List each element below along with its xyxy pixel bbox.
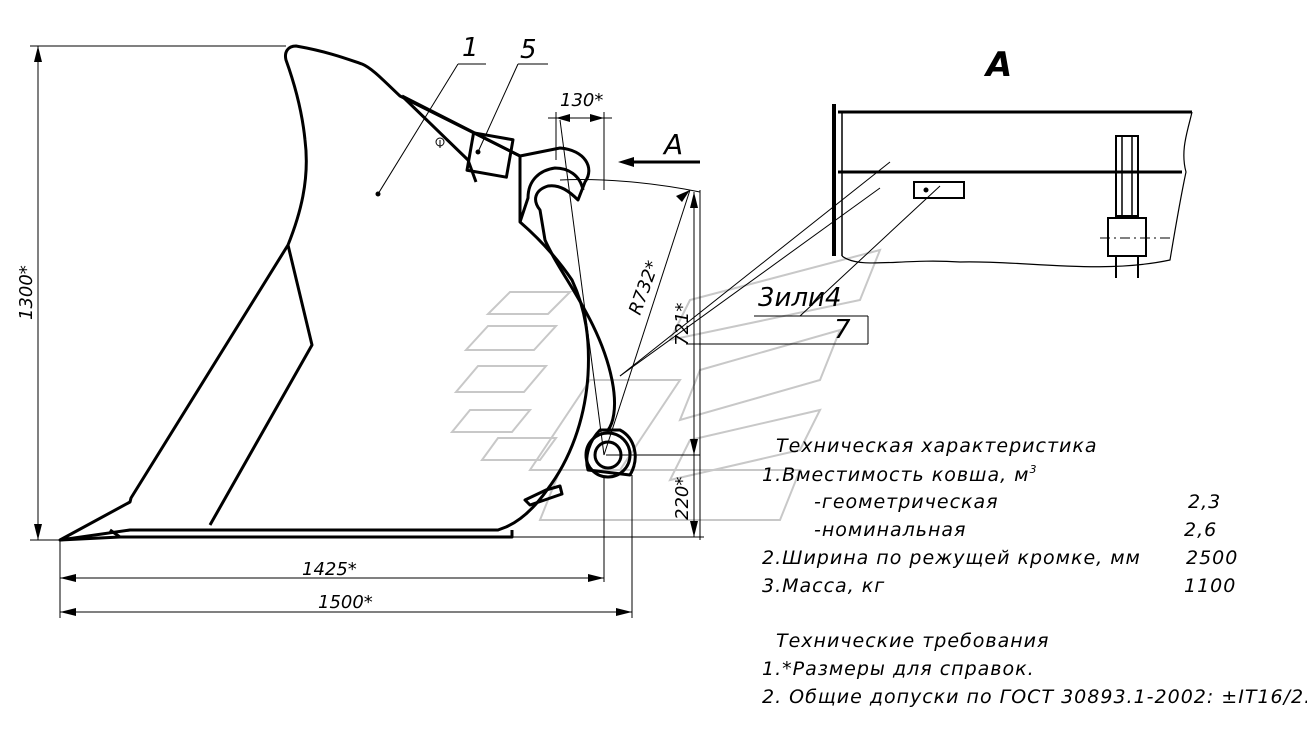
spec-nominal-label: -номинальная (814, 519, 967, 541)
callout-5: 5 (520, 35, 537, 65)
specs-title: Техническая характеристика (776, 435, 1098, 457)
spec-mass-value: 1100 (1184, 575, 1237, 597)
view-label: A (983, 45, 1012, 85)
spec-capacity: 1.Вместимость ковша, м3 (762, 464, 1038, 485)
spec-mass-label: 3.Масса, кг (762, 575, 886, 597)
dim-pin-height-bottom: 220* (672, 477, 693, 520)
spec-nominal-value: 2,6 (1184, 519, 1218, 541)
callout-7: 7 (834, 315, 851, 345)
dim-overall-length: 1500* (318, 592, 373, 613)
spec-geometric-value: 2,3 (1188, 491, 1222, 513)
requirement-1: 1.*Размеры для справок. (762, 658, 1035, 680)
view-arrow-label: A (662, 128, 683, 161)
requirements-title: Технические требования (776, 630, 1050, 652)
spec-width-label: 2.Ширина по режущей кромке, мм (762, 547, 1141, 569)
bucket-outline (58, 44, 637, 542)
dim-height: 1300* (16, 265, 37, 320)
dim-lip-length: 1425* (302, 559, 357, 580)
construction-lines (375, 119, 701, 456)
dim-pin-height-top: 721* (672, 303, 693, 346)
dim-hook-offset: 130* (560, 90, 603, 111)
arrow-heads (34, 46, 698, 616)
callout-1: 1 (462, 33, 479, 63)
spec-width-value: 2500 (1186, 547, 1239, 569)
spec-capacity-label: 1.Вместимость ковша, м (762, 464, 1030, 486)
spec-geometric-label: -геометрическая (814, 491, 999, 513)
view-a-detail (832, 104, 1193, 278)
callout-3or4: 3или4 (758, 283, 842, 313)
requirement-2: 2. Общие допуски по ГОСТ 30893.1-2002: ±… (762, 686, 1307, 708)
watermark-logo (449, 248, 882, 521)
spec-capacity-exp: 3 (1029, 463, 1038, 476)
dimension-lines (30, 45, 941, 618)
